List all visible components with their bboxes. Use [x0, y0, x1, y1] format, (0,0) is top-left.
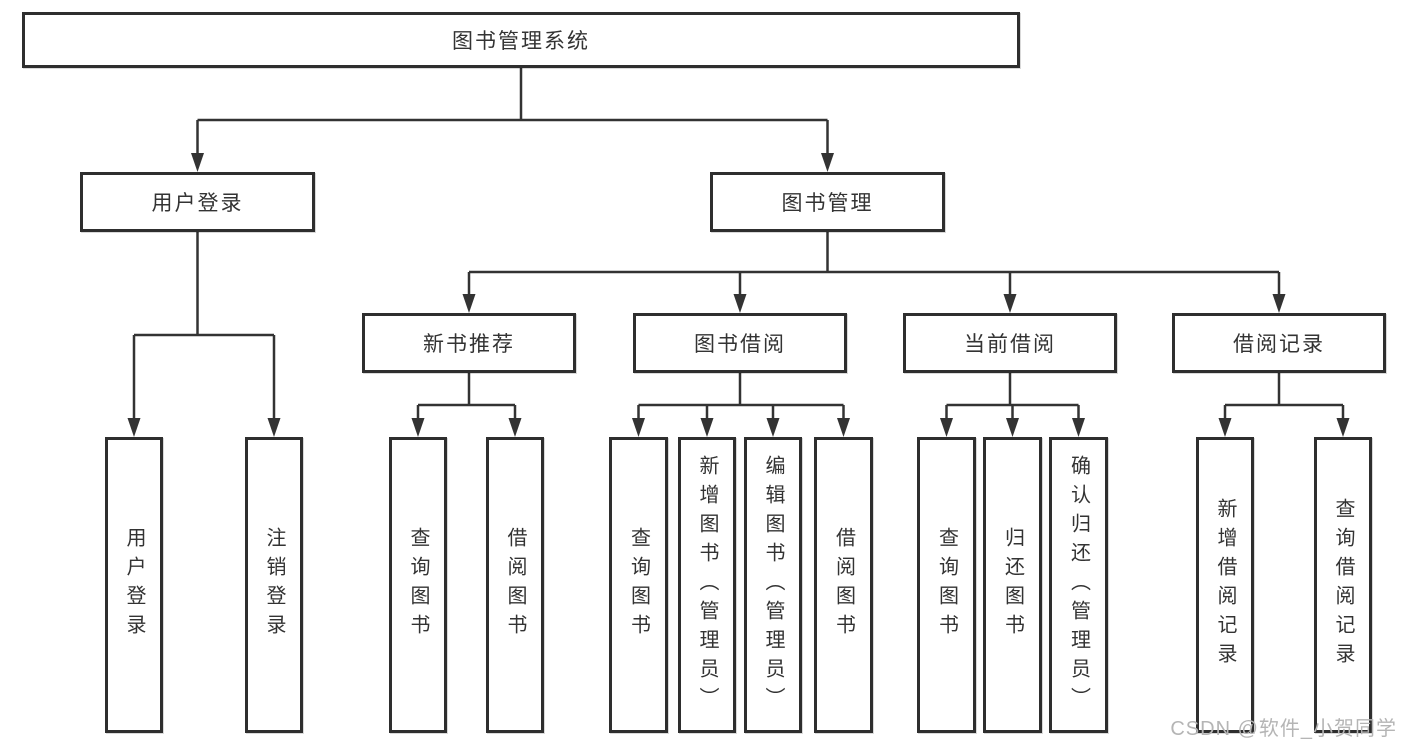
leaf-query-borrow-record-label: 查询借阅记录 [1332, 498, 1354, 672]
node-book-management-label: 图书管理 [781, 192, 874, 215]
leaf-user-login-label: 用户登录 [123, 527, 145, 643]
leaf-add-book-admin-label: 新增图书（管理员） [696, 454, 718, 716]
leaf-recommend-query-book: 查询图书 [389, 437, 447, 733]
leaf-confirm-return-admin-label: 确认归还（管理员） [1067, 454, 1090, 716]
leaf-edit-book-admin-label: 编辑图书（管理员） [762, 454, 784, 716]
leaf-recommend-borrow-book: 借阅图书 [486, 437, 544, 733]
node-book-borrow: 图书借阅 [633, 313, 847, 373]
leaf-query-borrow-record: 查询借阅记录 [1314, 437, 1372, 733]
leaf-return-book-label: 归还图书 [1001, 527, 1024, 643]
leaf-borrow-book: 借阅图书 [814, 437, 873, 733]
node-root: 图书管理系统 [22, 12, 1020, 68]
node-book-management: 图书管理 [710, 172, 945, 232]
node-root-label: 图书管理系统 [452, 30, 590, 53]
node-new-book-recommend-label: 新书推荐 [423, 333, 515, 356]
node-new-book-recommend: 新书推荐 [362, 313, 576, 373]
node-book-borrow-label: 图书借阅 [694, 333, 786, 356]
leaf-logout-label: 注销登录 [263, 527, 285, 643]
node-borrow-records: 借阅记录 [1172, 313, 1386, 373]
leaf-add-book-admin: 新增图书（管理员） [678, 437, 736, 733]
node-current-borrow-label: 当前借阅 [964, 333, 1056, 356]
node-current-borrow: 当前借阅 [903, 313, 1117, 373]
node-borrow-records-label: 借阅记录 [1233, 333, 1325, 356]
leaf-current-query-book-label: 查询图书 [935, 527, 958, 643]
leaf-return-book: 归还图书 [983, 437, 1042, 733]
leaf-edit-book-admin: 编辑图书（管理员） [744, 437, 802, 733]
leaf-recommend-query-book-label: 查询图书 [407, 527, 429, 643]
node-user-login-label: 用户登录 [151, 192, 244, 215]
leaf-user-login: 用户登录 [105, 437, 163, 733]
leaf-borrow-query-book-label: 查询图书 [627, 527, 650, 643]
leaf-borrow-book-label: 借阅图书 [832, 527, 855, 643]
leaf-confirm-return-admin: 确认归还（管理员） [1049, 437, 1108, 733]
leaf-current-query-book: 查询图书 [917, 437, 976, 733]
leaf-recommend-borrow-book-label: 借阅图书 [504, 527, 526, 643]
watermark: CSDN @软件_小贺同学 [1170, 718, 1397, 740]
leaf-add-borrow-record: 新增借阅记录 [1196, 437, 1254, 733]
leaf-borrow-query-book: 查询图书 [609, 437, 668, 733]
leaf-add-borrow-record-label: 新增借阅记录 [1214, 498, 1236, 672]
leaf-logout: 注销登录 [245, 437, 303, 733]
node-user-login: 用户登录 [80, 172, 315, 232]
